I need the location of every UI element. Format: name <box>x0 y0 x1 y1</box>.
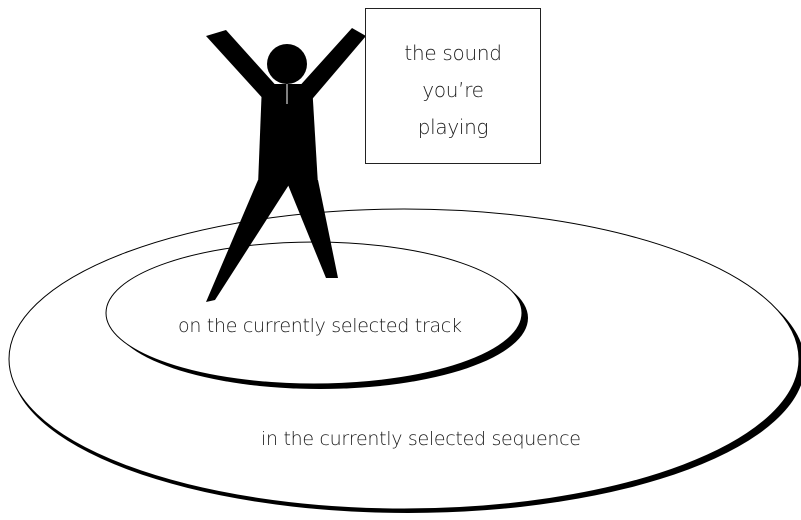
person-right-arm <box>296 28 366 104</box>
person-left-leg <box>206 180 292 302</box>
person-figure <box>206 28 366 302</box>
outer-ellipse-label: in the currently selected sequence <box>261 428 581 450</box>
person-head <box>267 44 307 84</box>
person-left-arm <box>206 30 280 102</box>
inner-ellipse <box>105 241 523 385</box>
person-right-leg <box>286 180 338 278</box>
inner-ellipse-label: on the currently selected track <box>178 315 462 337</box>
sound-box: the sound you’re playing <box>365 8 541 164</box>
sound-box-label: the sound you’re playing <box>404 41 502 139</box>
person-torso <box>258 84 318 185</box>
